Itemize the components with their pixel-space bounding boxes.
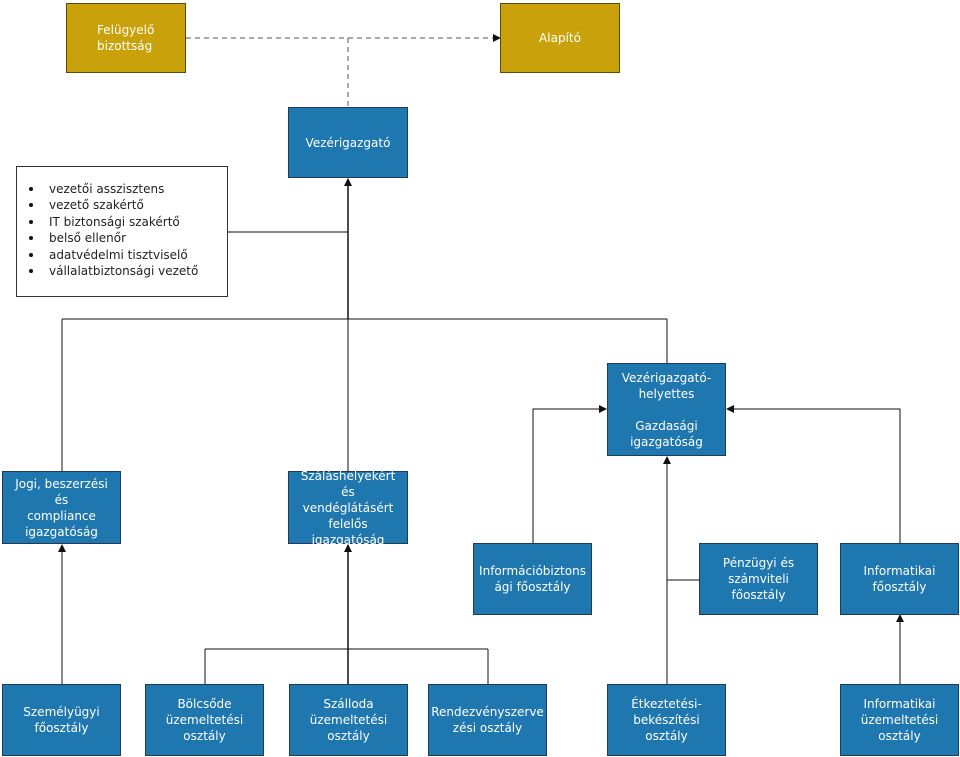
- hotel-unit-box[interactable]: Szálloda üzemeltetési osztály: [289, 684, 408, 756]
- nursery-unit-label: Bölcsőde üzemeltetési osztály: [165, 697, 244, 743]
- finance-department-box[interactable]: Pénzügyi és számviteli főosztály: [699, 543, 818, 615]
- staff-item: IT biztonsági szakértő: [27, 214, 221, 230]
- legal-directorate-label: Jogi, beszerzési és compliance igazgatós…: [15, 476, 108, 539]
- hr-department-label: Személyügyi főosztály: [23, 705, 100, 735]
- it-operations-unit-label: Informatikai üzemeltetési osztály: [860, 697, 939, 743]
- accommodation-directorate-box[interactable]: Száláshelyekért és vendéglátásért felelő…: [288, 469, 408, 547]
- deputy-ceo-label: Vezérigazgató- helyettes Gazdasági igazg…: [621, 370, 712, 449]
- hr-department-box[interactable]: Személyügyi főosztály: [2, 684, 121, 756]
- it-department-box[interactable]: Informatikai főosztály: [840, 543, 959, 615]
- nursery-unit-box[interactable]: Bölcsőde üzemeltetési osztály: [145, 684, 264, 756]
- it-operations-unit-box[interactable]: Informatikai üzemeltetési osztály: [840, 684, 959, 756]
- founder-box[interactable]: Alapító: [500, 3, 620, 73]
- catering-unit-box[interactable]: Étkeztetési- bekészítési osztály: [607, 684, 726, 756]
- ceo-label: Vezérigazgató: [305, 135, 391, 150]
- staff-item: vezető szakértő: [27, 197, 221, 213]
- infosec-department-label: Információbiztons ági főosztály: [479, 564, 586, 594]
- catering-unit-label: Étkeztetési- bekészítési osztály: [631, 697, 702, 743]
- deputy-ceo-box[interactable]: Vezérigazgató- helyettes Gazdasági igazg…: [607, 363, 726, 456]
- finance-department-label: Pénzügyi és számviteli főosztály: [722, 556, 795, 602]
- infobiztonsagi-to-deputy: [532, 405, 607, 543]
- staff-list: vezetői asszisztens vezető szakértő IT b…: [27, 181, 221, 279]
- legal-directorate-box[interactable]: Jogi, beszerzési és compliance igazgatós…: [2, 471, 121, 544]
- staff-item: vállalatbiztonsági vezető: [27, 263, 221, 279]
- supervisory-board-label: Felügyelő bizottság: [97, 23, 155, 53]
- staff-item: adatvédelmi tisztviselő: [27, 247, 221, 263]
- supervisory-board-box[interactable]: Felügyelő bizottság: [66, 3, 186, 73]
- accommodation-directorate-label: Száláshelyekért és vendéglátásért felelő…: [300, 468, 396, 547]
- events-unit-label: Rendezvényszerve zési osztály: [431, 705, 544, 735]
- hotel-unit-label: Szálloda üzemeltetési osztály: [309, 697, 388, 743]
- staff-item: vezetői asszisztens: [27, 181, 221, 197]
- staff-item: belső ellenőr: [27, 230, 221, 246]
- informatikai-to-deputy: [726, 405, 901, 543]
- events-unit-box[interactable]: Rendezvényszerve zési osztály: [428, 684, 547, 756]
- infosec-department-box[interactable]: Információbiztons ági főosztály: [473, 543, 592, 615]
- ceo-box[interactable]: Vezérigazgató: [288, 107, 408, 178]
- staff-list-box: vezetői asszisztens vezető szakértő IT b…: [16, 166, 228, 297]
- it-department-label: Informatikai főosztály: [863, 564, 936, 594]
- founder-label: Alapító: [539, 31, 581, 45]
